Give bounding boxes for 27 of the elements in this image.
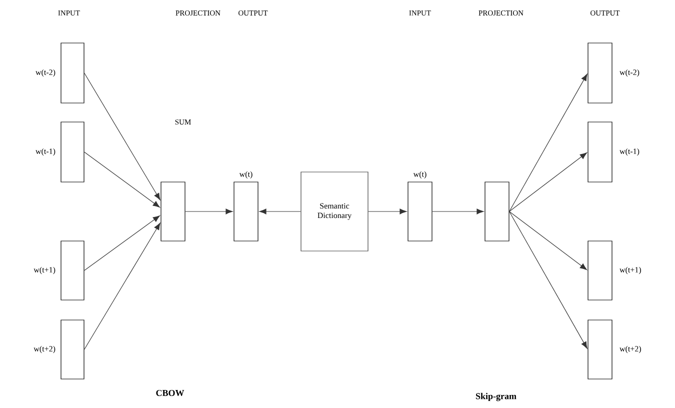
arrow xyxy=(84,222,160,350)
dictionary-box: Semantic Dictionary xyxy=(300,172,368,252)
word-label: w(t) xyxy=(413,171,426,178)
model-title: CBOW xyxy=(156,390,184,396)
word-label: w(t+2) xyxy=(34,346,56,354)
arrow xyxy=(84,215,160,271)
arrow xyxy=(259,208,301,214)
arrow xyxy=(84,72,160,200)
arrow xyxy=(509,211,588,349)
arrow xyxy=(368,208,407,214)
word-label: w(t-1) xyxy=(36,148,56,156)
word-label: w(t) xyxy=(239,171,252,178)
word-label: w(t+1) xyxy=(34,266,56,274)
word-label: w(t-1) xyxy=(620,148,640,156)
arrow xyxy=(185,208,233,214)
arrow xyxy=(432,208,484,214)
layer-box xyxy=(160,182,186,242)
word-label: w(t+2) xyxy=(620,346,641,354)
arrow xyxy=(509,211,588,270)
model-title: Skip-gram xyxy=(476,392,516,402)
arrow xyxy=(509,152,588,212)
word-label: w(t-2) xyxy=(620,69,640,77)
arrow xyxy=(84,152,160,208)
layer-box xyxy=(484,182,510,242)
word-label: w(t+1) xyxy=(620,266,641,274)
arrow xyxy=(509,74,588,212)
word-label: w(t-2) xyxy=(36,69,56,77)
